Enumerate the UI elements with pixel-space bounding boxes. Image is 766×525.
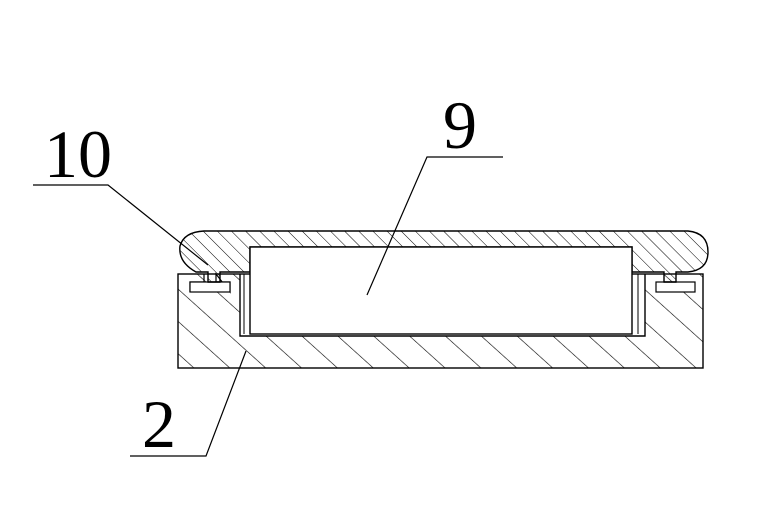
leader-cover	[33, 184, 209, 266]
label-base: 2	[142, 386, 176, 462]
leader-lines	[33, 156, 503, 457]
inner-part	[243, 246, 639, 335]
base-part	[177, 272, 704, 369]
base-hatch	[178, 274, 703, 368]
label-cover: 10	[44, 116, 112, 192]
label-inner: 9	[443, 87, 477, 163]
leader-base	[130, 350, 247, 457]
right-rail-slot-box	[655, 281, 696, 293]
base-pocket-outline	[239, 274, 646, 337]
leader-inner	[366, 156, 503, 296]
left-rail-slot-box	[189, 281, 231, 293]
inner-block	[249, 246, 633, 335]
